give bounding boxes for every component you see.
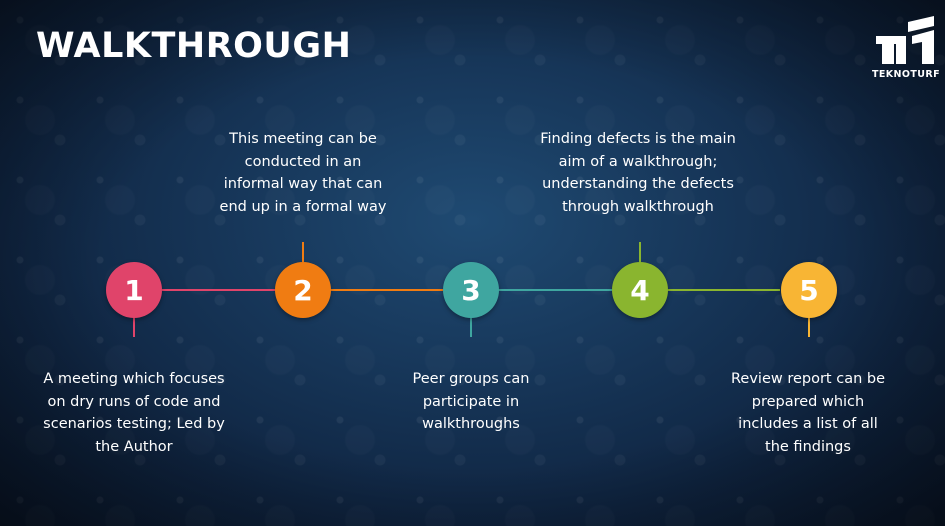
company-logo: TEKNOTURF xyxy=(872,14,940,80)
step-4-caption: Finding defects is the main aim of a wal… xyxy=(540,131,736,215)
tick-3 xyxy=(470,317,472,337)
tick-4 xyxy=(639,242,641,262)
step-2-circle: 2 xyxy=(275,262,331,318)
tick-5 xyxy=(808,317,810,337)
step-1-caption: A meeting which focuses on dry runs of c… xyxy=(43,371,225,455)
connector-3-4 xyxy=(498,289,612,291)
teknoturf-logo-icon xyxy=(876,16,934,64)
step-5-caption: Review report can be prepared which incl… xyxy=(730,371,886,455)
tick-1 xyxy=(133,317,135,337)
tick-2 xyxy=(302,242,304,262)
step-2-caption: This meeting can be conducted in an info… xyxy=(219,131,387,215)
page-title: WALKTHROUGH xyxy=(36,26,352,66)
step-3-circle: 3 xyxy=(443,262,499,318)
connector-4-5 xyxy=(666,289,780,291)
step-3-caption: Peer groups can participate in walkthrou… xyxy=(412,371,530,432)
step-1-circle: 1 xyxy=(106,262,162,318)
connector-1-2 xyxy=(162,289,276,291)
logo-text: TEKNOTURF xyxy=(872,69,940,80)
step-4-circle: 4 xyxy=(612,262,668,318)
connector-2-3 xyxy=(330,289,444,291)
step-5-circle: 5 xyxy=(781,262,837,318)
